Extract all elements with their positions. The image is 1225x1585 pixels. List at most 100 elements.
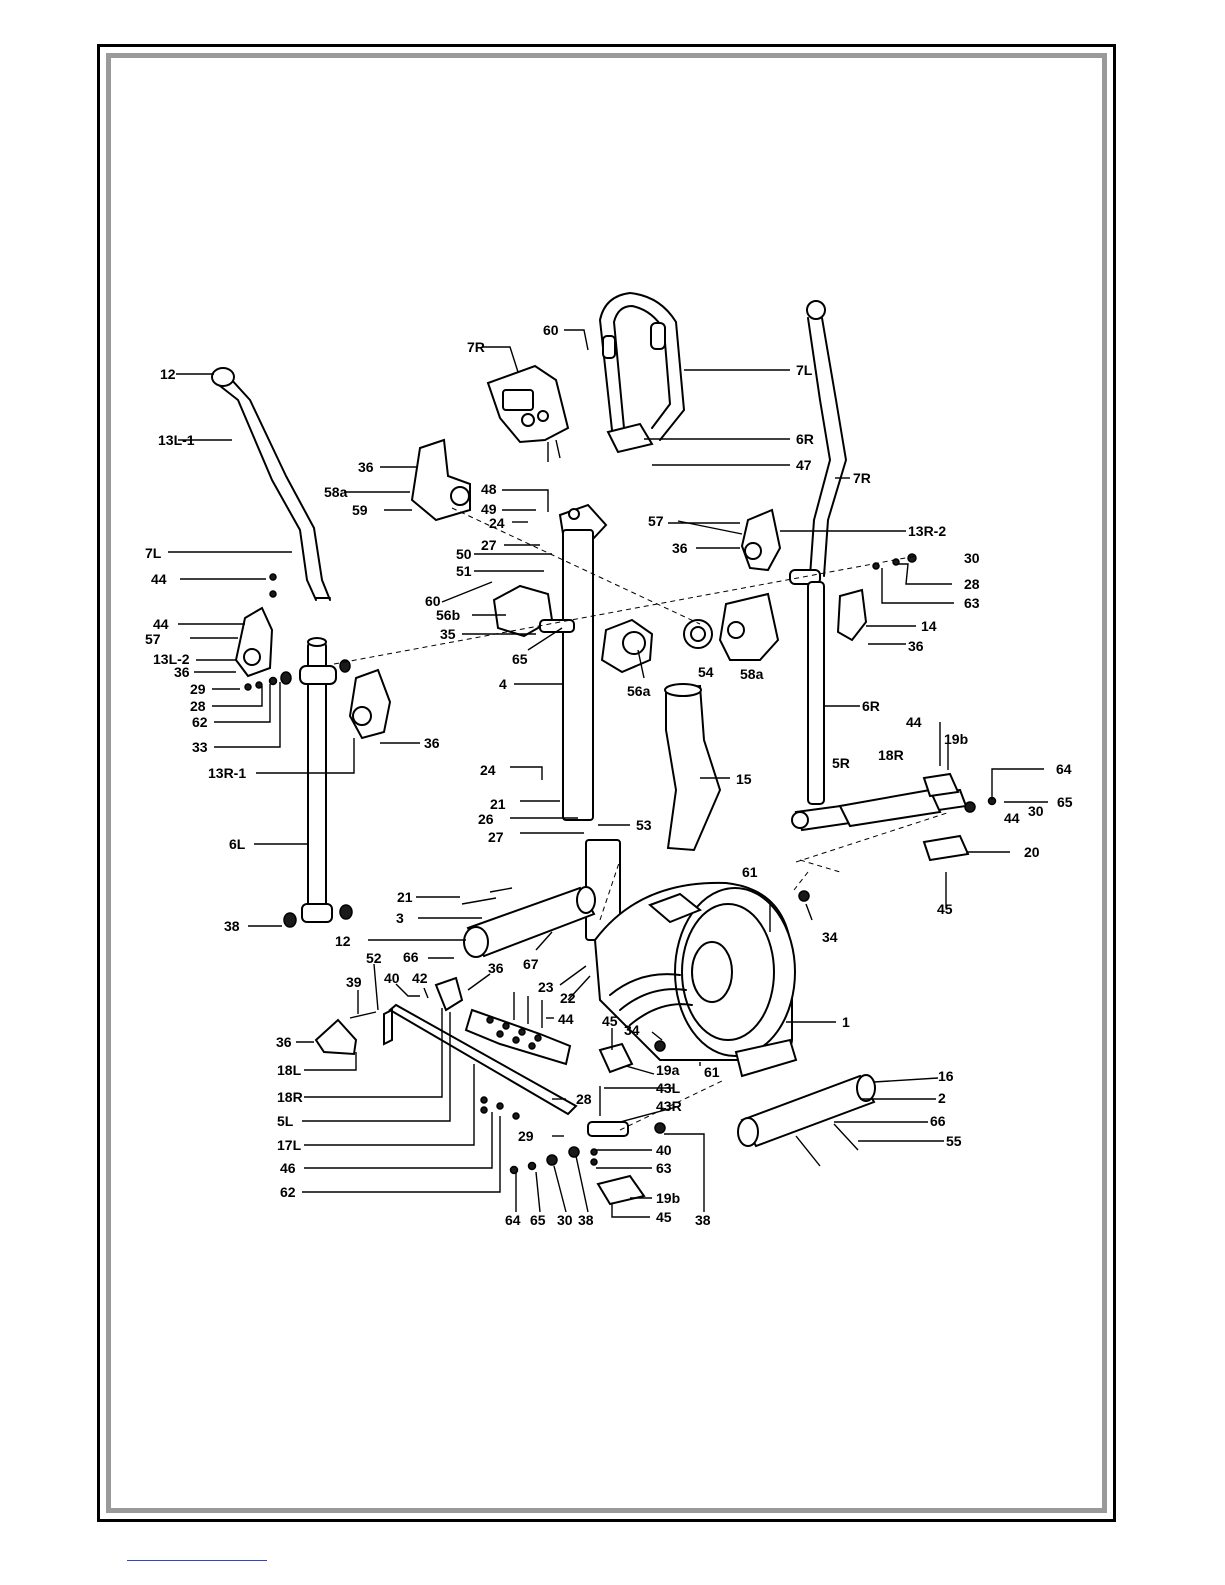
upper-left-covers (410, 438, 471, 522)
pedal-dots (486, 1016, 542, 1050)
callout-label: 30 (1028, 803, 1044, 819)
callout-label: 39 (346, 974, 362, 990)
callout-label: 13R-2 (908, 523, 946, 539)
callout-label: 15 (736, 771, 752, 787)
callout-label: 13R-1 (208, 765, 246, 781)
callout-label: 64 (505, 1212, 521, 1228)
callout-label: 44 (151, 571, 167, 587)
callout-label: 58a (324, 484, 348, 500)
callout-label: 28 (964, 576, 980, 592)
callout-label: 67 (523, 956, 539, 972)
flywheel-housing (593, 881, 798, 1078)
callout-label: 28 (190, 698, 206, 714)
callout-label: 27 (481, 537, 497, 553)
callout-label: 17L (277, 1137, 302, 1153)
callout-label: 24 (480, 762, 496, 778)
callout-label: 65 (1057, 794, 1073, 810)
footer-link-underline[interactable] (127, 1560, 267, 1561)
left-hardware (244, 573, 351, 691)
left-lower-arm (283, 637, 353, 928)
callout-label: 24 (489, 515, 505, 531)
callout-label: 65 (530, 1212, 546, 1228)
callout-label: 4 (499, 676, 507, 692)
right-pivot-covers (740, 508, 868, 642)
callout-label: 36 (276, 1034, 292, 1050)
callout-label: 48 (481, 481, 497, 497)
callout-label: 43L (656, 1080, 681, 1096)
callout-label: 36 (174, 664, 190, 680)
callout-label: 44 (153, 616, 169, 632)
callout-label: 34 (822, 929, 838, 945)
callout-label: 53 (636, 817, 652, 833)
callout-label: 66 (403, 949, 419, 965)
callout-label: 45 (602, 1013, 618, 1029)
main-post (558, 503, 621, 941)
callout-label: 44 (906, 714, 922, 730)
callout-label: 62 (280, 1184, 296, 1200)
callout-label: 38 (695, 1212, 711, 1228)
callout-label: 7L (145, 545, 162, 561)
callout-label: 54 (698, 664, 714, 680)
callout-label: 46 (280, 1160, 296, 1176)
callout-label: 38 (578, 1212, 594, 1228)
assembly-axes (333, 507, 951, 1131)
callout-label: 18R (878, 747, 904, 763)
callout-label: 64 (1056, 761, 1072, 777)
callout-label: 6R (796, 431, 814, 447)
left-pivot-covers (234, 606, 392, 740)
callout-label: 44 (558, 1011, 574, 1027)
callout-label: 13L-2 (153, 651, 190, 667)
callout-label: 65 (512, 651, 528, 667)
callout-label: 7L (796, 362, 813, 378)
page-frame-inner (106, 53, 1107, 1513)
callout-label: 13L-1 (158, 432, 195, 448)
callout-label: 60 (543, 322, 559, 338)
callout-label: 16 (938, 1068, 954, 1084)
callout-label: 36 (672, 540, 688, 556)
callout-label: 12 (335, 933, 351, 949)
callout-label: 5R (832, 755, 850, 771)
callout-label: 36 (488, 960, 504, 976)
callout-label: 34 (624, 1022, 640, 1038)
callout-label: 63 (964, 595, 980, 611)
callout-label: 36 (424, 735, 440, 751)
callout-label: 45 (937, 901, 953, 917)
callout-label: 29 (518, 1128, 534, 1144)
callout-label: 44 (1004, 810, 1020, 826)
callout-label: 59 (352, 502, 368, 518)
callout-label: 12 (160, 366, 176, 382)
callout-label: 6L (229, 836, 246, 852)
callout-label: 42 (412, 970, 428, 986)
mast-cover (664, 683, 722, 852)
callout-label: 63 (656, 1160, 672, 1176)
callout-label: 30 (964, 550, 980, 566)
callout-label: 18R (277, 1089, 303, 1105)
callout-label: 28 (576, 1091, 592, 1107)
callout-label: 40 (384, 970, 400, 986)
callout-label: 27 (488, 829, 504, 845)
callout-label: 55 (946, 1133, 962, 1149)
front-stabilizer (461, 886, 596, 958)
callout-label: 45 (656, 1209, 672, 1225)
pivot-axle-assembly (492, 584, 654, 674)
callout-label: 51 (456, 563, 472, 579)
callout-label: 56a (627, 683, 651, 699)
callout-label: 60 (425, 593, 441, 609)
callout-label: 3 (396, 910, 404, 926)
callout-label: 20 (1024, 844, 1040, 860)
callout-label: 61 (704, 1064, 720, 1080)
callout-label: 62 (192, 714, 208, 730)
callout-label: 22 (560, 990, 576, 1006)
lower-hardware (349, 553, 997, 1175)
callout-label: 57 (145, 631, 161, 647)
callout-label: 19a (656, 1062, 680, 1078)
callout-label: 36 (908, 638, 924, 654)
console (486, 364, 570, 462)
callout-label: 23 (538, 979, 554, 995)
callout-label: 7R (467, 339, 485, 355)
left-handlebar (211, 367, 331, 601)
callout-label: 40 (656, 1142, 672, 1158)
callout-label: 18L (277, 1062, 302, 1078)
foot-caps (596, 834, 970, 1206)
callout-label: 6R (862, 698, 880, 714)
